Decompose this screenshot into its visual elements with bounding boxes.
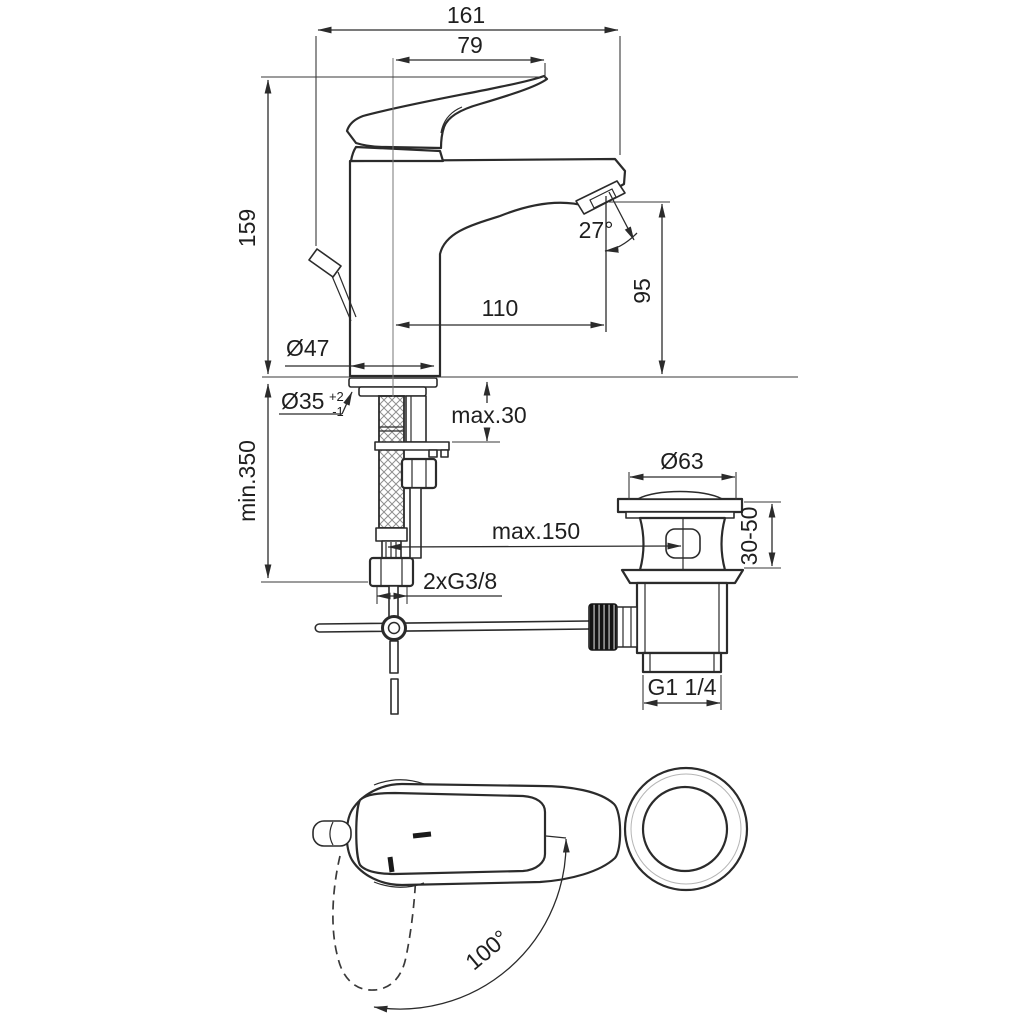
horizontal-linkage-rod (314, 620, 590, 633)
dim-spout-reach-label: 110 (482, 295, 519, 321)
dim-deck-thickness-label: max.30 (451, 402, 526, 428)
pop-up-rod-lower (389, 640, 399, 674)
hole-tolerance-plus: +2 (329, 389, 344, 404)
dim-outlet-height-label: 95 (629, 278, 655, 304)
hot-cold-bar-mark (387, 856, 395, 873)
knob-cap-line (329, 821, 334, 846)
pop-up-rod-upper (409, 487, 422, 559)
dim-total-height-label: 159 (234, 209, 260, 247)
aerator-inner-line (589, 188, 617, 209)
pop-up-rod-mid (388, 585, 399, 619)
cartridge-dome (349, 145, 445, 163)
hole-tolerance-minus: -1 (332, 404, 344, 419)
waste-lower-flange (620, 568, 745, 585)
rod-clamp-sleeve (616, 606, 638, 648)
waste-cap-dome (637, 490, 723, 500)
dim-base-diameter-label: Ø47 (286, 335, 329, 361)
bracket-tab (440, 449, 449, 458)
handle-lever (345, 74, 549, 150)
angle-ray (608, 191, 635, 241)
angle-arc (604, 232, 638, 253)
dim-handle-reach-label: 79 (457, 32, 483, 58)
hose-ferrule (375, 527, 408, 542)
dim-waste-range-label: 30-50 (736, 507, 762, 566)
dim-waste-flange-label: Ø63 (660, 448, 703, 474)
leader-line (341, 391, 353, 415)
dim-swivel-angle-label: 100° (460, 925, 513, 975)
tailpipe-walls (644, 583, 720, 653)
thread-section-walls (649, 653, 715, 672)
dim-hole-diameter-label: Ø35 +2 -1 (281, 388, 348, 419)
mounting-bracket (374, 441, 450, 451)
dim-overall-depth-label: 161 (447, 2, 485, 28)
mounting-hex-nut (400, 457, 438, 490)
dim-supply-thread-label: 2xG3/8 (423, 568, 497, 594)
hole-diameter-value: Ø35 (281, 388, 324, 414)
rod-clamp-knurled-nut (588, 603, 618, 651)
pop-up-knob (308, 248, 342, 278)
dim-rod-length-label: max.150 (492, 518, 580, 544)
waste-flange (616, 497, 744, 514)
pop-up-knob-rod (331, 271, 357, 322)
hex-nut-facets (411, 459, 427, 488)
dimension-annotations: 161 79 159 27° 95 110 Ø47 Ø35 +2 -1 (234, 2, 781, 1013)
plan-lever (355, 791, 547, 876)
spout-ring-shade (630, 773, 742, 885)
handle-inner-line (440, 106, 463, 134)
sleeve-lines (622, 607, 632, 647)
dim-waste-thread-label: G1 1/4 (647, 674, 716, 700)
pop-up-rod-pipe (405, 395, 427, 443)
hot-cold-dash-mark (412, 831, 432, 839)
dim-line-rod-length (387, 542, 682, 551)
bracket-tab (428, 449, 438, 458)
waste-tailpipe (635, 581, 729, 655)
dim-spout-angle-label: 27° (579, 217, 614, 243)
swivel-arc (373, 838, 570, 1013)
dim-hose-length-label: min.350 (234, 440, 260, 522)
ball-joint (381, 615, 407, 641)
ball-joint-inner (387, 621, 401, 635)
waste-thread-section (641, 651, 723, 674)
supply-hex-nut (368, 556, 415, 588)
hex-nut-facets (380, 558, 403, 586)
pop-up-rod-tail (390, 678, 399, 715)
plan-pop-up-knob (312, 820, 352, 847)
flex-supply-hose (378, 395, 405, 529)
spout-ring-inner (641, 785, 729, 873)
drain-assembly (588, 490, 745, 674)
arc-connector (545, 835, 567, 839)
faucet-body (348, 157, 627, 378)
top-view (312, 766, 749, 991)
